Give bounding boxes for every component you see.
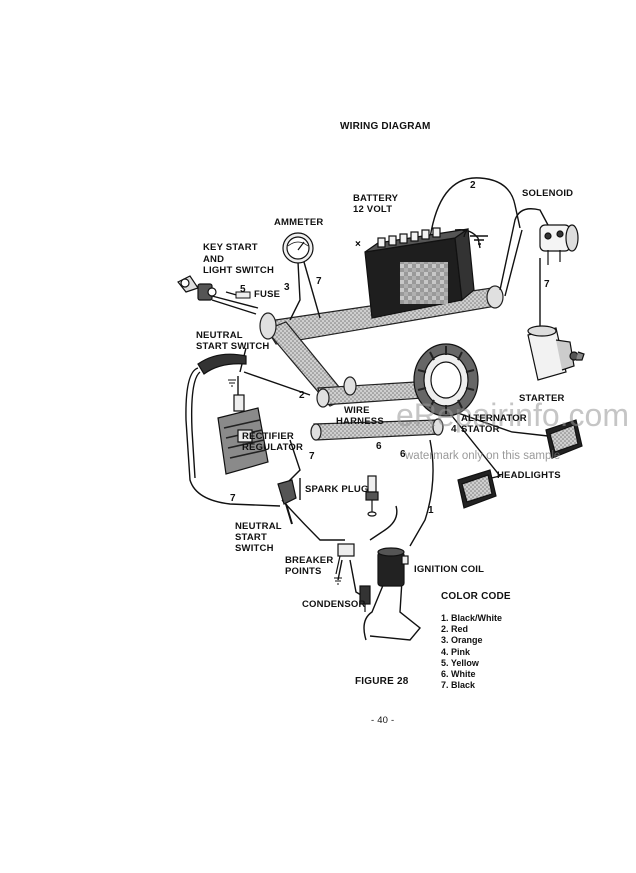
- alternator-stator: [413, 343, 479, 417]
- label-battery-1: BATTERY: [353, 193, 399, 204]
- color-code-legend: 1. Black/White 2. Red 3. Orange 4. Pink …: [441, 613, 502, 691]
- label-ammeter: AMMETER: [274, 217, 324, 228]
- wire-number-harness-6a: 6: [376, 441, 382, 452]
- page-number: - 40 -: [371, 715, 395, 726]
- watermark-main: eRepairinfo.com: [396, 397, 629, 433]
- diagram-title: WIRING DIAGRAM: [340, 121, 431, 132]
- label-spark-plug: SPARK PLUG: [305, 484, 369, 495]
- label-neutral-top-1: NEUTRAL: [196, 330, 243, 341]
- label-wire-2: HARNESS: [336, 416, 384, 427]
- neutral-start-switch-bottom: [277, 479, 297, 525]
- label-ignition-coil: IGNITION COIL: [414, 564, 485, 575]
- rectifier-regulator: [217, 407, 269, 475]
- wire-number-ammeter-a: 3: [284, 282, 290, 293]
- legend-item: 7. Black: [441, 680, 476, 691]
- legend-item: 5. Yellow: [441, 657, 479, 668]
- breaker-points: [335, 543, 355, 575]
- legend-item: 2. Red: [441, 624, 469, 635]
- starter-motor: [527, 325, 585, 381]
- label-battery-2: 12 VOLT: [353, 204, 393, 215]
- label-key-3: LIGHT SWITCH: [203, 265, 275, 276]
- label-breaker-1: BREAKER: [285, 555, 334, 566]
- legend-item: 4. Pink: [441, 646, 471, 657]
- condensor: [359, 585, 371, 612]
- figure-caption: FIGURE 28: [355, 676, 409, 687]
- label-neutral-bottom-2: START: [235, 532, 267, 543]
- legend-item: 3. Orange: [441, 635, 483, 646]
- battery-negative: ×: [355, 239, 361, 250]
- label-key-2: AND: [203, 254, 225, 265]
- solenoid: [539, 224, 579, 265]
- label-alternator-2: STATOR: [461, 424, 500, 435]
- label-neutral-bottom-3: SWITCH: [235, 543, 274, 554]
- wire-number-solenoid-feed: 2: [470, 180, 476, 191]
- key-switch: [177, 275, 217, 301]
- label-condensor: CONDENSOR: [302, 599, 366, 610]
- wire-number-battery-ground: 7: [462, 229, 468, 240]
- label-rectifier-2: REGULATOR: [242, 442, 304, 453]
- wire-number-left-loop: 7: [230, 493, 236, 504]
- label-neutral-bottom-1: NEUTRAL: [235, 521, 282, 532]
- wire-number-stator: 4: [451, 424, 457, 435]
- ground-symbols: [228, 379, 342, 585]
- wire-number-harness-6b: 6: [400, 449, 406, 460]
- legend-item: 6. White: [441, 669, 476, 680]
- wire-number-fuse: 5: [240, 284, 246, 295]
- label-headlights: HEADLIGHTS: [497, 470, 561, 481]
- fuse: [235, 291, 251, 299]
- wire-number-solenoid-starter: 7: [544, 279, 550, 290]
- label-rectifier-1: RECTIFIER: [242, 431, 294, 442]
- label-breaker-2: POINTS: [285, 566, 322, 577]
- label-alternator-1: ALTERNATOR: [461, 413, 527, 424]
- label-fuse: FUSE: [254, 289, 281, 300]
- neutral-start-switch-top: [197, 353, 247, 412]
- legend-item: 1. Black/White: [441, 613, 503, 623]
- wires: [185, 177, 549, 641]
- wire-number-ammeter-b: 7: [316, 276, 322, 287]
- legend-title: COLOR CODE: [441, 591, 511, 602]
- wire-number-harness-left: 2: [299, 390, 305, 401]
- wire-number-regulator: 7: [309, 451, 315, 462]
- ammeter: [282, 232, 314, 264]
- battery: [364, 227, 475, 319]
- ignition-coil: [377, 547, 409, 587]
- label-starter: STARTER: [519, 393, 565, 404]
- label-solenoid: SOLENOID: [522, 188, 574, 199]
- watermark-sub: watermark only on this sample: [405, 450, 561, 462]
- wire-number-coil: 1: [428, 505, 434, 516]
- label-wire-1: WIRE: [344, 405, 370, 416]
- label-neutral-top-2: START SWITCH: [196, 341, 270, 352]
- label-key-1: KEY START: [203, 242, 258, 253]
- spark-plug: [365, 475, 379, 517]
- headlights: [457, 419, 583, 509]
